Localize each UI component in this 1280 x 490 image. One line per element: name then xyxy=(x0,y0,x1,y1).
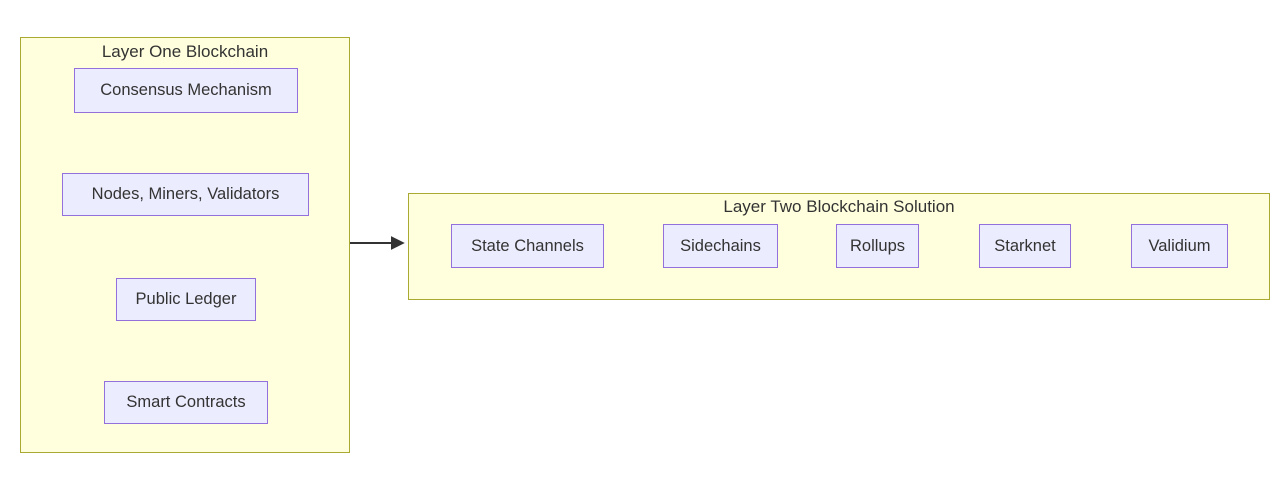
node-state-channels: State Channels xyxy=(451,224,604,268)
node-validium: Validium xyxy=(1131,224,1228,268)
cluster-layer-one: Layer One Blockchain Consensus Mechanism… xyxy=(20,37,350,453)
node-sidechains: Sidechains xyxy=(663,224,778,268)
cluster-layer-one-title: Layer One Blockchain xyxy=(101,42,269,61)
node-smart-contracts: Smart Contracts xyxy=(104,381,268,424)
node-public-ledger: Public Ledger xyxy=(116,278,256,321)
node-nodes-miners-validators: Nodes, Miners, Validators xyxy=(62,173,309,216)
node-rollups: Rollups xyxy=(836,224,919,268)
cluster-layer-two: Layer Two Blockchain Solution State Chan… xyxy=(408,193,1270,300)
node-starknet: Starknet xyxy=(979,224,1071,268)
cluster-layer-two-title: Layer Two Blockchain Solution xyxy=(723,197,955,216)
node-consensus-mechanism: Consensus Mechanism xyxy=(74,68,298,113)
